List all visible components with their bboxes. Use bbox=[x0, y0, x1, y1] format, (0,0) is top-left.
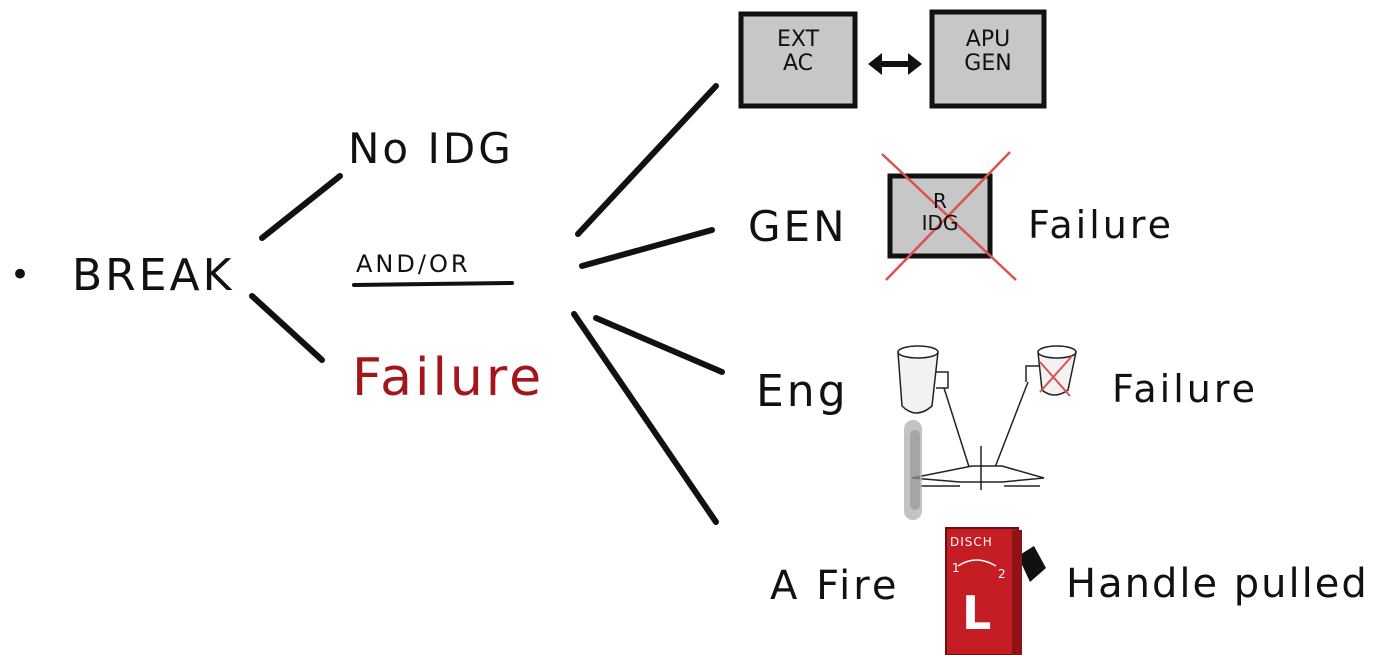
r-idg-line2: IDG bbox=[921, 211, 959, 235]
cross-out-icon bbox=[881, 151, 1017, 281]
ext-ac-line1: EXT bbox=[776, 27, 820, 52]
apu-gen-line2: GEN bbox=[964, 51, 1012, 77]
no-idg-label: No IDG bbox=[348, 124, 514, 173]
handle-pulled-label: Handle pulled bbox=[1066, 561, 1369, 607]
gen-label: GEN bbox=[748, 202, 848, 251]
eng-label: Eng bbox=[756, 366, 849, 417]
r-idg-label: R IDG bbox=[890, 190, 990, 234]
engine-cross-out-icon bbox=[1039, 355, 1073, 397]
handle-num1-label: 1 bbox=[952, 561, 960, 575]
double-arrow-icon bbox=[868, 53, 922, 75]
apu-gen-line1: APU bbox=[965, 27, 1011, 52]
r-idg-line1: R bbox=[933, 189, 947, 213]
root-label: BREAK bbox=[72, 250, 235, 301]
ext-ac-label: EXT AC bbox=[741, 27, 855, 77]
eng-failure-label: Failure bbox=[1112, 367, 1259, 411]
and-or-underline bbox=[352, 281, 514, 287]
handle-num2-label: 2 bbox=[998, 567, 1006, 581]
branch-line-to-no-idg bbox=[259, 173, 343, 241]
apu-gen-box bbox=[929, 9, 1047, 109]
branch-line-to-ext-ac bbox=[575, 83, 719, 237]
a-fire-label: A Fire bbox=[770, 563, 900, 609]
failure-label: Failure bbox=[352, 348, 545, 408]
branch-line-to-gen bbox=[579, 227, 715, 269]
aircraft-icon bbox=[897, 345, 1077, 490]
ext-ac-box bbox=[738, 11, 858, 109]
handle-disch-label: DISCH bbox=[950, 535, 993, 549]
bullet: • bbox=[10, 255, 34, 295]
branch-line-to-eng bbox=[593, 315, 725, 375]
smoke-trail bbox=[904, 420, 922, 520]
branch-line-to-failure bbox=[249, 293, 325, 363]
ext-ac-line2: AC bbox=[782, 51, 814, 77]
apu-gen-label: APU GEN bbox=[932, 27, 1044, 77]
and-or-label: AND/OR bbox=[356, 250, 471, 278]
handle-letter-label: L bbox=[962, 586, 992, 640]
fire-handle-icon bbox=[945, 527, 1046, 655]
gen-failure-label: Failure bbox=[1028, 203, 1175, 247]
branch-line-to-fire bbox=[571, 311, 719, 525]
